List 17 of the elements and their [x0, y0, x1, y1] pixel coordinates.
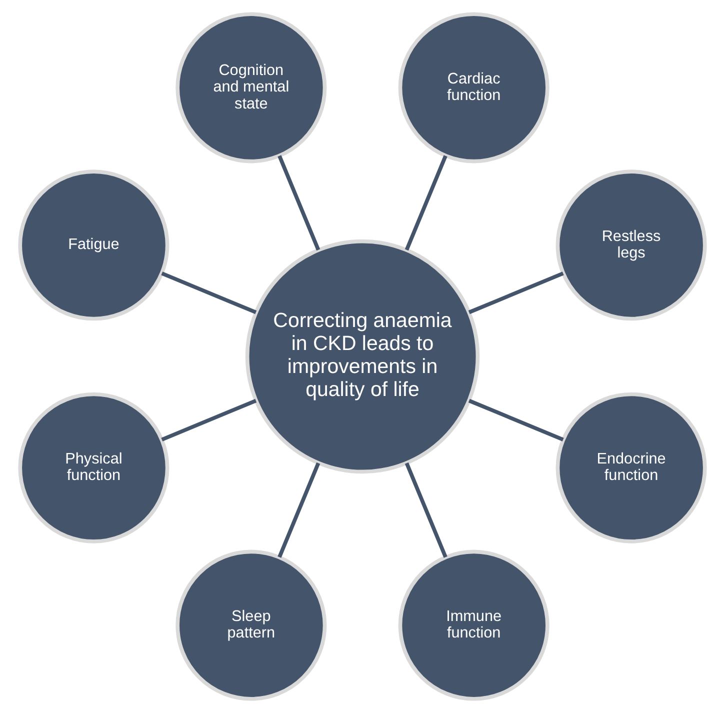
- node-circle: Correcting anaemia in CKD leads to improvements in quality of life: [245, 238, 480, 474]
- connector: [404, 462, 448, 558]
- connector: [161, 271, 257, 314]
- node-circle: Physical function: [18, 392, 170, 543]
- node-circle: Cardiac function: [398, 12, 550, 163]
- connector: [278, 154, 320, 250]
- node-circle: Sleep pattern: [176, 549, 327, 700]
- connector: [161, 398, 257, 441]
- connector: [404, 154, 448, 250]
- connector: [468, 398, 564, 441]
- node-circle: Restless legs: [556, 169, 707, 320]
- node-circle: Fatigue: [18, 169, 170, 320]
- connector: [468, 271, 564, 314]
- node-circle: Immune function: [398, 549, 550, 700]
- node-circle: Cognition and mental state: [176, 12, 327, 163]
- node-circle: Endocrine function: [556, 392, 707, 543]
- connector: [278, 462, 320, 558]
